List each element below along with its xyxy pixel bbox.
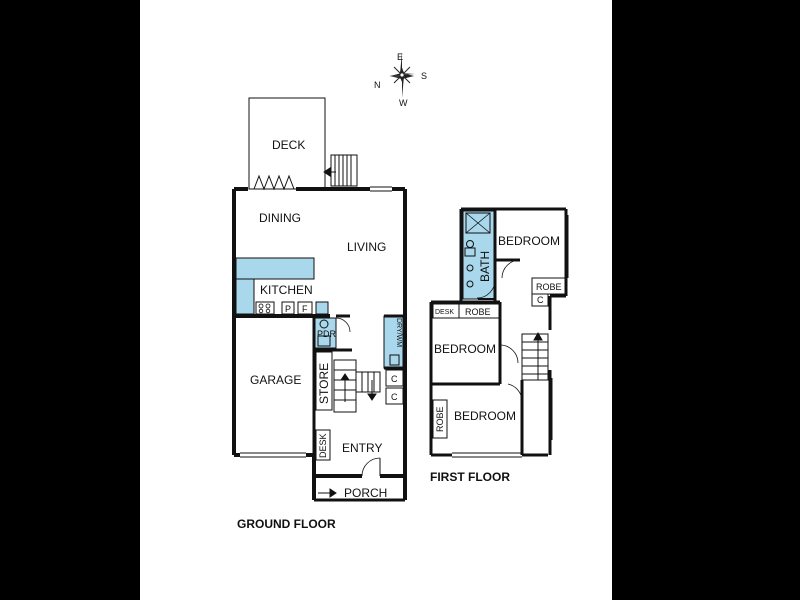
room-bedroom-2: BEDROOM [434,342,496,356]
room-pantry: P [285,304,291,314]
room-deck: DECK [272,138,305,152]
room-dining: DINING [259,211,301,225]
room-robe-1: ROBE [536,282,562,292]
first-floor-title: FIRST FLOOR [430,470,510,484]
compass-s-label: S [421,71,427,81]
room-kitchen: KITCHEN [260,283,313,297]
room-bedroom-3: BEDROOM [454,409,516,423]
compass-icon [389,52,415,98]
ground-floor-title: GROUND FLOOR [237,517,336,531]
room-robe-3: ROBE [435,406,445,432]
room-entry: ENTRY [342,441,382,455]
room-garage: GARAGE [250,373,301,387]
room-bedroom-1: BEDROOM [498,234,560,248]
compass-n-label: N [374,80,381,90]
room-fridge: F [302,304,308,314]
room-desk-first: DESK [435,309,454,316]
room-living: LIVING [347,240,386,254]
deck-area [248,97,326,190]
cupboard-c: C [537,295,544,305]
room-porch: PORCH [344,486,387,500]
cupboard-c2: C [391,392,398,402]
right-black-bar [612,0,800,600]
compass-e-label: E [397,52,403,62]
left-black-bar [0,0,140,600]
room-bath: BATH [478,251,492,282]
room-robe-2: ROBE [465,307,491,317]
first-floor-plan [429,207,569,458]
ground-floor-plan [232,97,407,502]
compass-w-label: W [399,98,408,108]
room-pdr: PDR [317,329,337,339]
room-dry-wm: DRY/WM [395,318,402,347]
room-desk: DESK [318,433,328,458]
room-store: STORE [317,363,331,404]
cupboard-c1: C [391,374,398,384]
